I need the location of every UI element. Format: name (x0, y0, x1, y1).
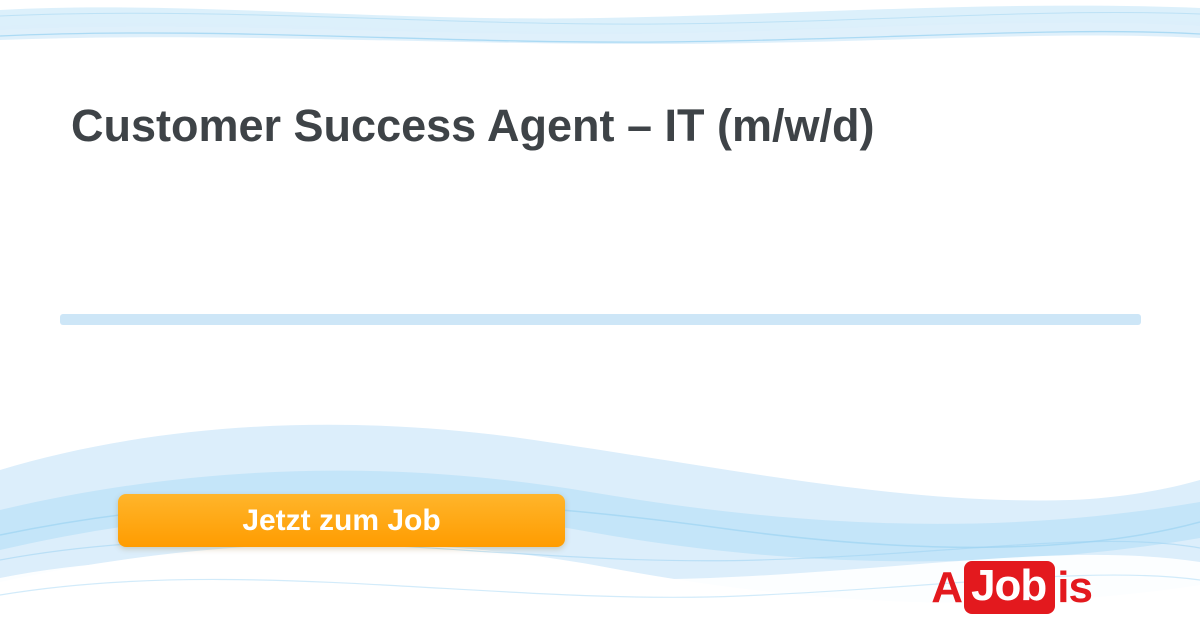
cta-button[interactable]: Jetzt zum Job (118, 494, 565, 547)
brand-logo-prefix: A (931, 562, 963, 612)
bottom-wave-decoration (0, 424, 1200, 630)
brand-logo: A Job is (931, 561, 1093, 614)
divider-bar (60, 314, 1141, 325)
job-title: Customer Success Agent – IT (m/w/d) (71, 100, 875, 151)
brand-logo-suffix: is (1057, 562, 1093, 612)
brand-logo-highlight: Job (964, 561, 1056, 614)
top-wave-decoration (0, 5, 1200, 44)
